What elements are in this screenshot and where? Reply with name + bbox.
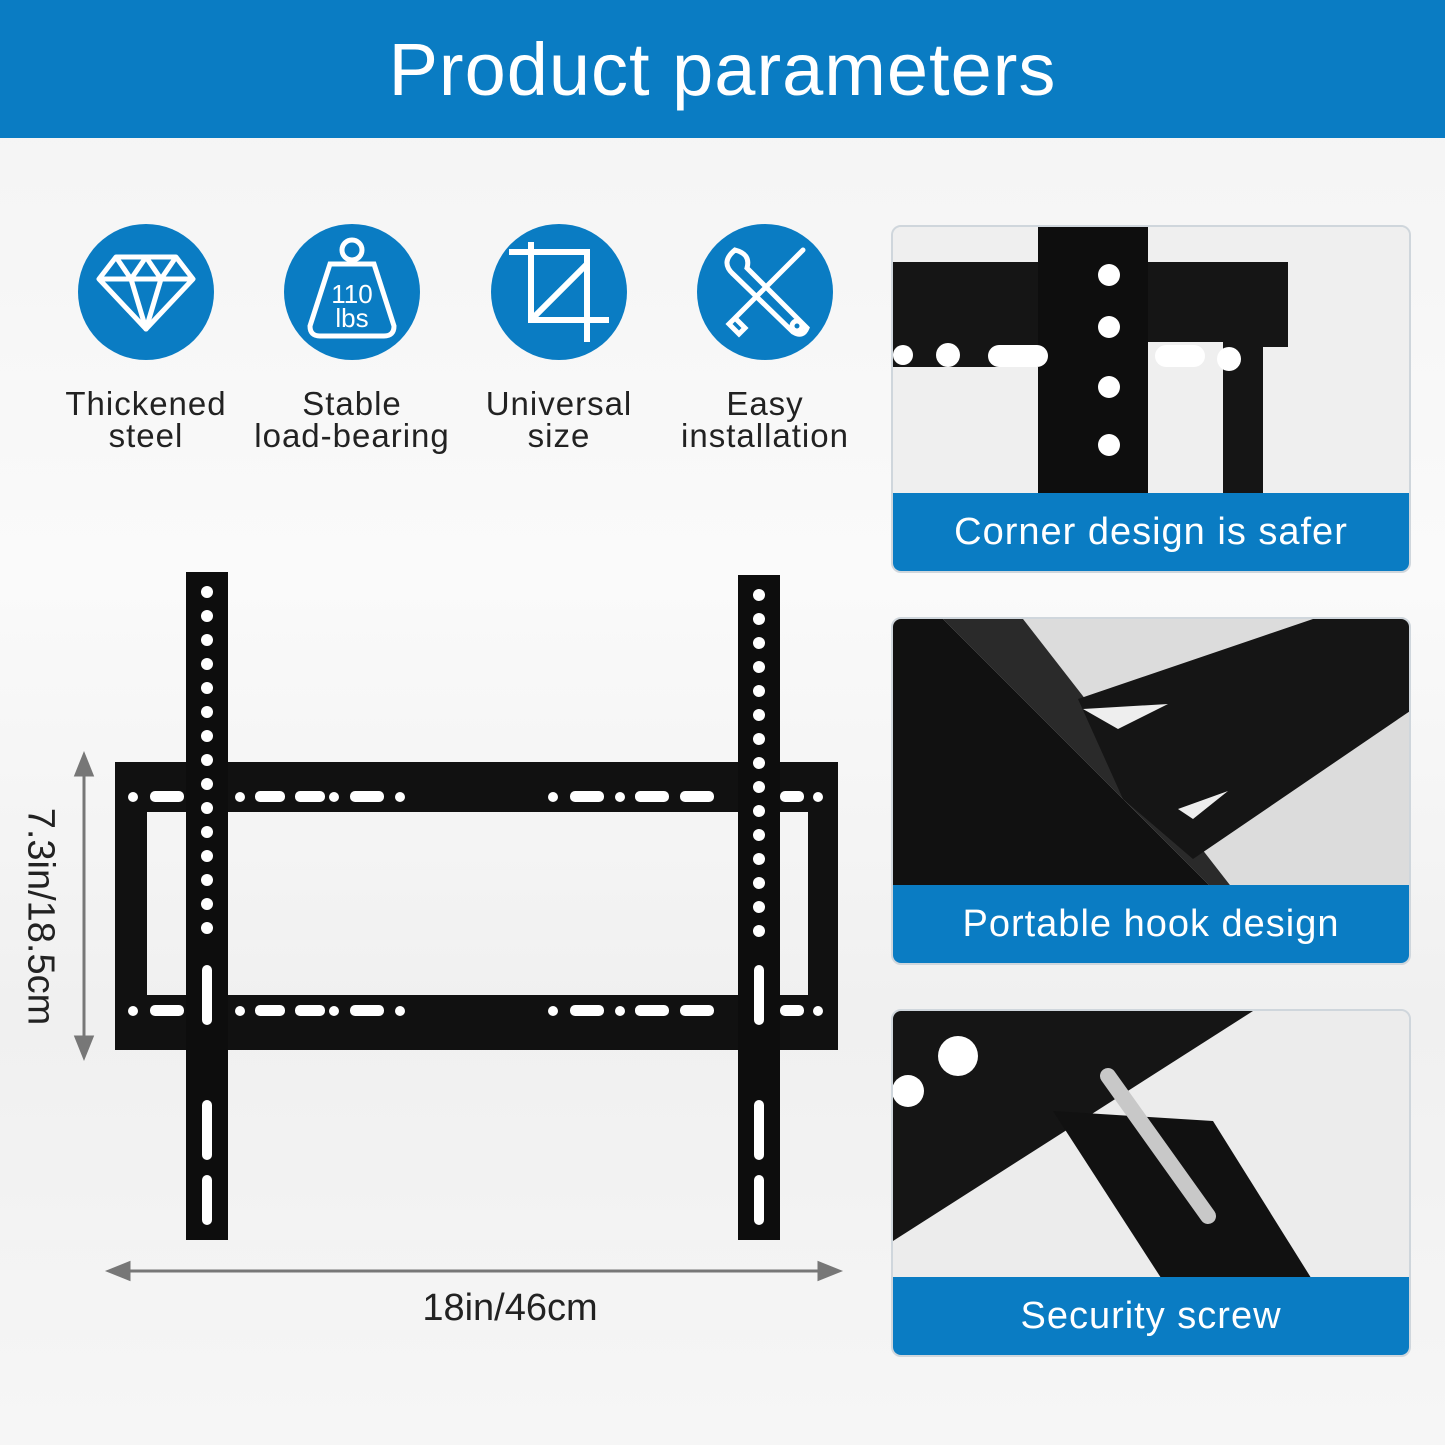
panel-caption: Corner design is safer: [893, 493, 1409, 571]
header-banner: Product parameters: [0, 0, 1445, 138]
tools-icon: [697, 224, 833, 360]
panel-caption: Portable hook design: [893, 885, 1409, 963]
feature-label: Universal: [485, 385, 633, 422]
feature-label: load-bearing: [254, 417, 450, 454]
height-dimension: 7.3in/18.5cm: [19, 807, 62, 1026]
diamond-icon: [78, 224, 214, 360]
detail-panel-screw: Security screw: [891, 1009, 1411, 1357]
feature-label: installation: [681, 417, 849, 454]
feature-label: steel: [108, 417, 184, 454]
panel-caption: Security screw: [893, 1277, 1409, 1355]
page-title: Product parameters: [388, 27, 1057, 111]
feature-label: Thickened: [65, 385, 227, 422]
tv-mount-illustration: [73, 572, 844, 1282]
feature-label: size: [527, 417, 591, 454]
crop-icon: [491, 224, 627, 360]
width-dimension: 18in/46cm: [422, 1287, 598, 1329]
feature-label: Stable: [302, 385, 402, 422]
feature-label: Easy: [726, 385, 804, 422]
detail-panel-hook: Portable hook design: [891, 617, 1411, 965]
detail-panel-corner: Corner design is safer: [891, 225, 1411, 573]
weight-unit: lbs: [335, 303, 369, 333]
dimension-arrows: [73, 750, 844, 1282]
weight-value: 110: [331, 279, 373, 309]
